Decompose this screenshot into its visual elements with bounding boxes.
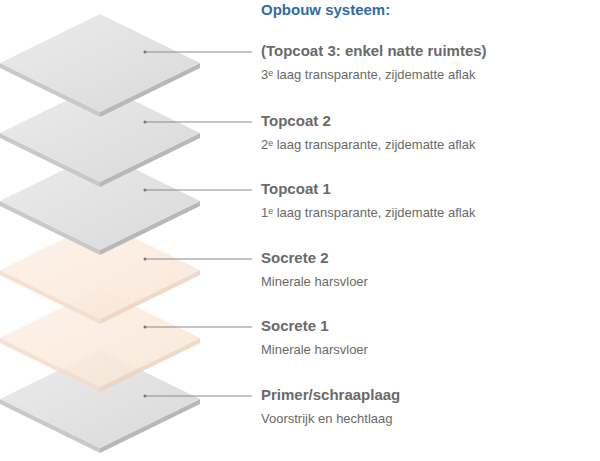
- leader-line: [145, 52, 252, 53]
- layer-name: Topcoat 2: [261, 112, 331, 129]
- diagram-title: Opbouw systeem:: [261, 1, 390, 18]
- layer-name: Topcoat 1: [261, 180, 331, 197]
- leader-dot: [144, 395, 147, 398]
- layer-description: 3ᵉ laag transparante, zijdematte aflak: [261, 67, 475, 82]
- layer-name: Primer/schraaplaag: [261, 386, 400, 403]
- layer-description: Voorstrijk en hechtlaag: [261, 411, 393, 426]
- leader-line: [145, 396, 252, 397]
- leader-dot: [144, 51, 147, 54]
- leader-line: [145, 327, 252, 328]
- layer-name: Socrete 2: [261, 249, 329, 266]
- layer-name: Socrete 1: [261, 317, 329, 334]
- leader-dot: [144, 258, 147, 261]
- leader-dot: [144, 121, 147, 124]
- layer-description: 2ᵉ laag transparante, zijdematte aflak: [261, 137, 475, 152]
- leader-line: [145, 122, 252, 123]
- layer-name: (Topcoat 3: enkel natte ruimtes): [261, 42, 487, 59]
- layer-description: 1ᵉ laag transparante, zijdematte aflak: [261, 205, 475, 220]
- leader-line: [145, 259, 252, 260]
- layer-description: Minerale harsvloer: [261, 342, 368, 357]
- leader-dot: [144, 189, 147, 192]
- leader-dot: [144, 326, 147, 329]
- floor-layer-tile: [0, 14, 200, 112]
- leader-line: [145, 190, 252, 191]
- layer-description: Minerale harsvloer: [261, 274, 368, 289]
